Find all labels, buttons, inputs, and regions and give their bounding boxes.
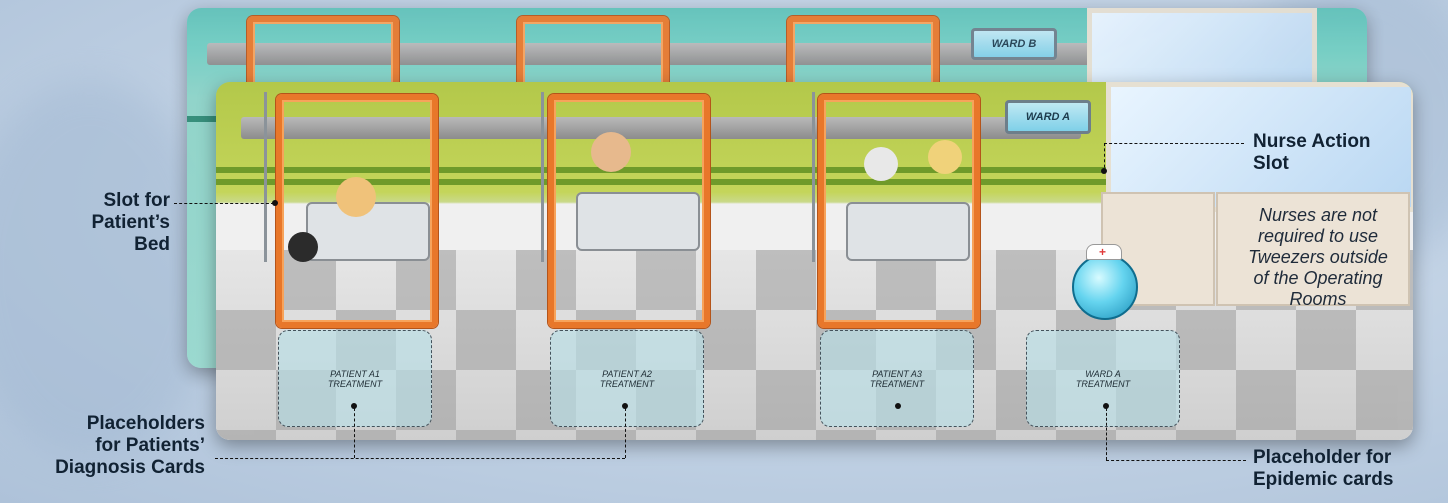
callout-dot <box>895 403 901 409</box>
ward-a-label: WARD A <box>1025 111 1071 123</box>
bed-slot[interactable] <box>247 16 399 132</box>
patient-a3-placeholder[interactable]: PATIENT A3 TREATMENT <box>820 330 974 427</box>
placeholder-title: PATIENT A2 <box>602 368 652 379</box>
placeholder-subtitle: TREATMENT <box>599 378 655 389</box>
visitor-figure <box>288 232 318 262</box>
callout-dot <box>351 403 357 409</box>
placeholder-title: WARD A <box>1085 368 1121 379</box>
callout-line: Placeholder for <box>1253 447 1392 468</box>
ward-b-label: WARD B <box>991 38 1037 50</box>
note-line: Rooms <box>1289 289 1347 309</box>
placeholder-subtitle: TREATMENT <box>869 378 925 389</box>
hospital-bed <box>576 192 700 251</box>
ward-a-placeholder[interactable]: WARD A TREATMENT <box>1026 330 1180 427</box>
callout-line: Patient’s Bed <box>91 212 171 255</box>
callout-line: for Patients’ <box>95 435 205 456</box>
nurse-action-callout: Nurse Action Slot <box>1253 131 1433 175</box>
callout-line: Nurse Action <box>1253 131 1371 152</box>
iv-pole <box>264 92 267 262</box>
cabinet <box>1216 192 1410 306</box>
callout-leader <box>1106 460 1246 461</box>
callout-line: Slot for <box>103 190 171 211</box>
nurse-action-slot[interactable] <box>1072 254 1138 320</box>
callout-leader <box>215 458 625 459</box>
bed-slot[interactable] <box>517 16 669 132</box>
bed-slot-callout: Slot for Patient’s Bed <box>60 190 171 256</box>
callout-dot <box>272 200 278 206</box>
wall-rail <box>241 117 1081 139</box>
ward-a-sign: WARD A <box>1005 100 1091 134</box>
callout-leader <box>1104 143 1105 173</box>
callout-leader <box>625 408 626 458</box>
placeholder-subtitle: TREATMENT <box>1075 378 1131 389</box>
bed-slot[interactable] <box>276 94 438 328</box>
placeholder-title: PATIENT A3 <box>872 368 922 379</box>
patient-figure <box>591 132 631 172</box>
callout-leader <box>1104 143 1244 144</box>
nurse-figure <box>928 140 962 174</box>
patient-figure <box>864 147 898 181</box>
diagnosis-callout: Placeholders for Patients’ Diagnosis Car… <box>0 413 205 479</box>
note-line: Nurses are not <box>1258 205 1378 225</box>
bed-slot[interactable] <box>818 94 980 328</box>
window <box>1106 82 1413 212</box>
callout-line: Slot <box>1253 153 1289 174</box>
callout-dot <box>1103 403 1109 409</box>
callout-line: Epidemic cards <box>1253 469 1394 490</box>
nurse-cap-icon: + <box>1086 244 1122 260</box>
callout-line: Diagnosis Cards <box>55 457 205 478</box>
ward-b-sign: WARD B <box>971 28 1057 60</box>
hospital-bed <box>846 202 970 261</box>
bed-slot[interactable] <box>548 94 710 328</box>
bed-slot[interactable] <box>787 16 939 132</box>
patient-a1-placeholder[interactable]: PATIENT A1 TREATMENT <box>278 330 432 427</box>
epidemic-callout: Placeholder for Epidemic cards <box>1253 447 1443 491</box>
iv-pole <box>541 92 544 262</box>
placeholder-subtitle: TREATMENT <box>327 378 383 389</box>
callout-leader <box>354 408 355 458</box>
ward-a-board: WARD A + PATIENT A1 TREATMENT PATIENT A2… <box>216 82 1413 440</box>
patient-figure <box>336 177 376 217</box>
note-line: Tweezers outside <box>1248 247 1388 267</box>
note-line: of the Operating <box>1253 268 1383 288</box>
note-line: required to use <box>1257 226 1379 246</box>
patient-a2-placeholder[interactable]: PATIENT A2 TREATMENT <box>550 330 704 427</box>
placeholder-title: PATIENT A1 <box>330 368 380 379</box>
iv-pole <box>812 92 815 262</box>
callout-dot <box>622 403 628 409</box>
background-blob <box>0 80 220 460</box>
callout-line: Placeholders <box>86 413 205 434</box>
nurse-note: Nurses are not required to use Tweezers … <box>1218 205 1418 310</box>
callout-leader <box>1106 408 1107 460</box>
callout-leader <box>174 203 274 204</box>
callout-dot <box>1101 168 1107 174</box>
